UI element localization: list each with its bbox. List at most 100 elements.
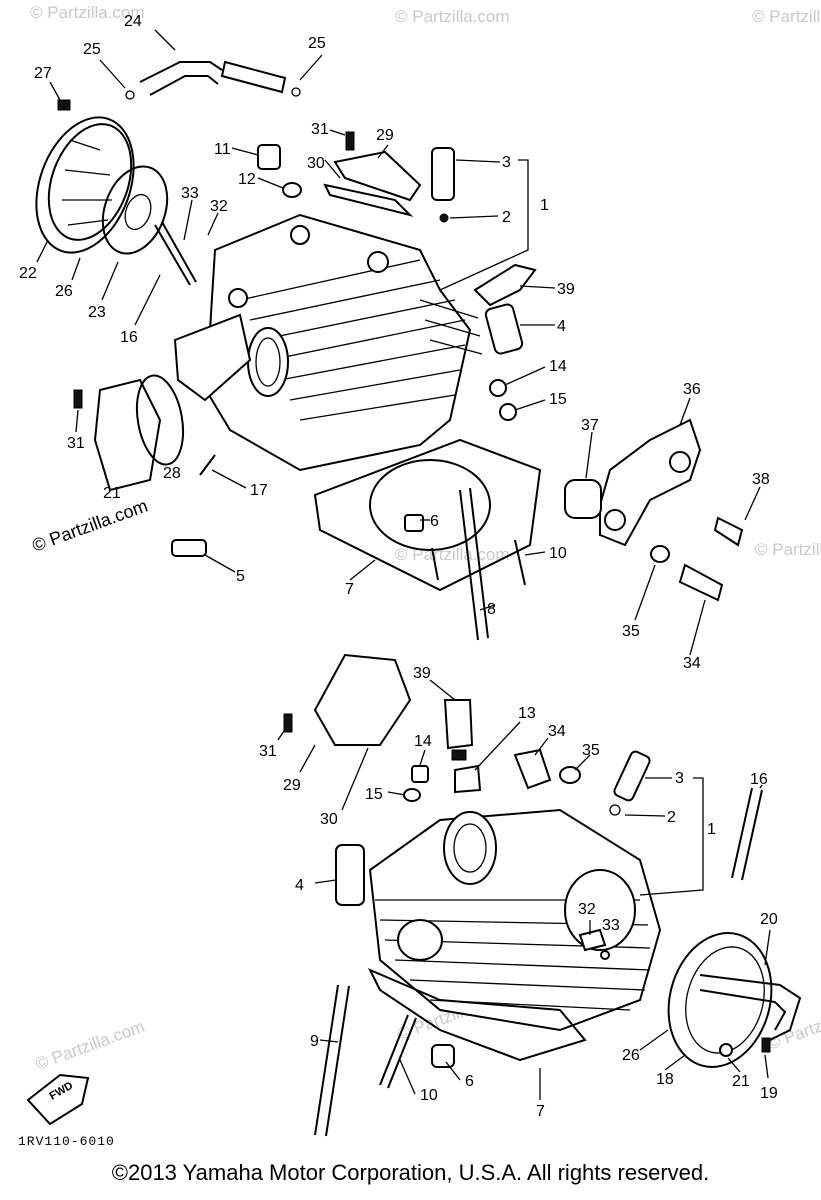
callout-20: 20 — [760, 911, 778, 928]
stud-boss — [397, 919, 443, 961]
exhaust-port-inner — [255, 337, 281, 387]
bracket-hole — [604, 509, 626, 531]
leader — [341, 747, 369, 811]
leader — [524, 551, 546, 556]
bolt-16-edge — [731, 787, 753, 879]
leader — [75, 409, 79, 433]
callout-32: 32 — [210, 198, 228, 215]
callout-8: 8 — [487, 601, 496, 618]
leader — [349, 559, 376, 581]
leader — [474, 721, 521, 771]
leader — [479, 604, 496, 611]
callout-9: 9 — [310, 1033, 319, 1050]
leader — [314, 879, 337, 884]
pin-17 — [199, 454, 216, 476]
leader — [764, 929, 771, 966]
leader — [439, 159, 529, 291]
bolt-34 — [678, 563, 724, 602]
bolt-16 — [154, 224, 191, 286]
leader — [231, 147, 259, 156]
leader — [419, 749, 426, 766]
leader — [445, 1061, 461, 1081]
callout-27: 27 — [34, 65, 52, 82]
grommet-21 — [719, 1043, 733, 1057]
callout-12: 12 — [238, 171, 256, 188]
leader — [585, 431, 593, 479]
washer-35 — [650, 545, 670, 563]
head-gasket-7 — [313, 438, 542, 592]
side-cover-inner — [47, 123, 133, 241]
sleeve-4 — [335, 844, 365, 906]
watermark: © Partzilla.com — [33, 1017, 147, 1074]
leader — [299, 54, 323, 81]
washer-15 — [403, 788, 421, 802]
leader — [99, 59, 126, 89]
watermark: © Partzilla.com — [30, 3, 145, 22]
leader — [639, 1029, 669, 1051]
callouts: 24 25 25 27 11 12 31 29 30 3 2 1 33 32 2… — [19, 13, 778, 1120]
callout-26: 26 — [55, 283, 73, 300]
hose-piece — [220, 60, 287, 94]
callout-24: 24 — [124, 13, 142, 30]
breather-hose — [139, 61, 223, 83]
gasket-bore — [369, 459, 491, 551]
cover-fins — [62, 139, 112, 226]
pin-5 — [171, 539, 207, 557]
spark-plug-39 — [443, 699, 474, 750]
dowel-6 — [431, 1044, 455, 1068]
bolt-31 — [283, 713, 293, 733]
leader — [639, 777, 704, 896]
leader — [634, 564, 656, 621]
nut-14 — [411, 765, 429, 783]
callout-3: 3 — [675, 770, 684, 787]
leader — [519, 285, 556, 289]
leader — [387, 791, 406, 796]
bolt-16-edge — [161, 221, 197, 283]
callout-14: 14 — [549, 358, 567, 375]
callout-30: 30 — [307, 155, 325, 172]
callout-39: 39 — [413, 665, 431, 682]
watermark: © Partzilla.com — [755, 540, 821, 559]
bracket-20 — [699, 974, 802, 1041]
leader — [534, 737, 549, 756]
callout-29: 29 — [283, 777, 301, 794]
stud-boss — [228, 288, 248, 308]
stud-10 — [514, 539, 526, 586]
spark-plug-tip — [451, 749, 467, 761]
callout-29: 29 — [376, 127, 394, 144]
callout-32: 32 — [578, 901, 596, 918]
stud-9 — [314, 984, 339, 1136]
callout-13: 13 — [518, 705, 536, 722]
callout-28: 28 — [163, 465, 181, 482]
callout-15: 15 — [549, 391, 567, 408]
leader — [455, 159, 501, 163]
stud-9-edge — [325, 985, 350, 1137]
callout-34: 34 — [683, 655, 701, 672]
callout-34: 34 — [548, 723, 566, 740]
leader — [399, 1059, 416, 1095]
part-11 — [257, 144, 281, 170]
watermark: © Partzilla.com — [752, 7, 821, 26]
callout-6: 6 — [465, 1073, 474, 1090]
bracket-20-edge — [699, 989, 787, 1031]
leader — [257, 177, 284, 189]
leader — [759, 784, 763, 789]
leader — [36, 239, 49, 263]
callout-14: 14 — [414, 733, 432, 750]
leader — [679, 397, 691, 426]
callout-1: 1 — [707, 821, 716, 838]
callout-4: 4 — [557, 318, 566, 335]
callout-26: 26 — [622, 1047, 640, 1064]
leader — [744, 486, 761, 521]
callout-37: 37 — [581, 417, 599, 434]
dowel-6 — [404, 514, 424, 532]
breather-hose-edge — [149, 75, 219, 96]
callout-19: 19 — [760, 1085, 778, 1102]
callout-33: 33 — [602, 917, 620, 934]
gasket-hole — [124, 193, 152, 231]
leader — [689, 599, 706, 656]
fwd-arrow-icon — [26, 1073, 90, 1126]
nut-14 — [489, 379, 507, 397]
clip-2 — [609, 804, 621, 816]
watermark: © Partzilla.com — [765, 997, 821, 1054]
